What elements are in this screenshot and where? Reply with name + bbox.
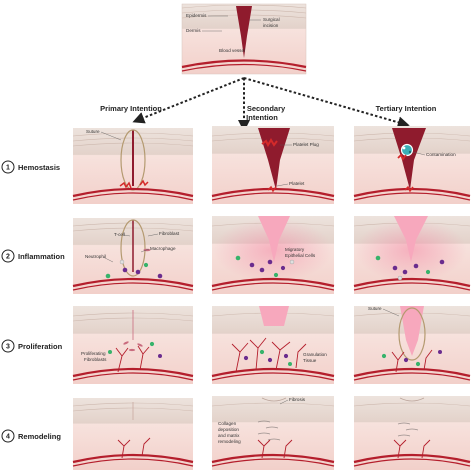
header-primary: Primary Intention (100, 104, 162, 113)
pathway-arrows (132, 77, 410, 132)
svg-text:Inflammation: Inflammation (18, 252, 65, 261)
platelet-plug-label: Platelet Plug (293, 142, 319, 147)
contamination-label: Contamination (426, 152, 456, 157)
fibrosis-label: Fibrosis (289, 397, 306, 402)
panel-secondary-proliferation: Granulation Tissue (211, 306, 335, 384)
incision-label-2: incision (263, 23, 279, 28)
tcell-label: T-cell (114, 232, 125, 237)
collagen-label-3: and matrix (218, 433, 240, 438)
migratory-label-2: Epithelial Cells (285, 253, 316, 258)
proliferating-label-1: Proliferating (81, 351, 106, 356)
stage-label-3: 3 Proliferation (1, 339, 63, 353)
svg-text:1: 1 (6, 165, 10, 172)
panel-tertiary-hemostasis: Contamination (353, 126, 471, 204)
granulation-label-1: Granulation (303, 352, 327, 357)
panel-secondary-inflammation: Migratory Epithelial Cells (211, 216, 335, 294)
svg-text:Hemostasis: Hemostasis (18, 163, 60, 172)
stage-label-1: 1 Hemostasis (1, 160, 60, 174)
collagen-label-4: remodeling (218, 439, 241, 444)
svg-text:Remodeling: Remodeling (18, 432, 61, 441)
svg-text:3: 3 (6, 344, 10, 351)
suture-label: Suture (86, 129, 100, 134)
collagen-label-2: deposition (218, 427, 239, 432)
migratory-label-1: Migratory (285, 247, 305, 252)
panel-tertiary-remodeling (353, 396, 471, 470)
stage-label-4: 4 Remodeling (1, 429, 61, 443)
collagen-label-1: Collagen (218, 421, 237, 426)
blood-vessel-label: Blood vessel (219, 48, 245, 53)
panel-primary-inflammation: T-cell Fibroblast Neutrophil Macrophage (72, 218, 194, 294)
neutrophil-label: Neutrophil (85, 254, 106, 259)
panel-secondary-hemostasis: Platelet Plug Platelet (211, 126, 335, 204)
panel-primary-proliferation: Proliferating Fibroblasts (72, 306, 194, 384)
surgical-incision (236, 6, 252, 58)
svg-text:4: 4 (6, 434, 10, 441)
panel-tertiary-proliferation: Suture (353, 306, 471, 384)
header-secondary-2: Intention (246, 113, 278, 122)
blood-vessel (181, 59, 307, 69)
platelet-label: Platelet (289, 181, 305, 186)
panel-tertiary-inflammation (353, 216, 471, 294)
fibroblast-label: Fibroblast (159, 231, 180, 236)
suture-tertiary-label: Suture (368, 306, 382, 311)
panel-primary-hemostasis: Suture (72, 128, 194, 204)
panel-primary-remodeling (72, 398, 194, 470)
proliferating-label-2: Fibroblasts (84, 357, 107, 362)
header-secondary-1: Secondary (247, 104, 286, 113)
header-tertiary: Tertiary Intention (376, 104, 437, 113)
svg-text:Proliferation: Proliferation (18, 342, 63, 351)
svg-text:2: 2 (6, 254, 10, 261)
top-labels: Epidermis Dermis Blood vessel Surgical i… (186, 13, 280, 53)
stage-label-2: 2 Inflammation (1, 249, 65, 263)
macrophage-label: Macrophage (150, 246, 176, 251)
incision-label-1: Surgical (263, 17, 280, 22)
panel-secondary-remodeling: Fibrosis Collagen deposition and matrix … (211, 396, 335, 470)
epidermis-label: Epidermis (186, 13, 207, 18)
granulation-label-2: Tissue (303, 358, 317, 363)
dermis-label: Dermis (186, 28, 201, 33)
top-skin-panel (181, 3, 307, 75)
